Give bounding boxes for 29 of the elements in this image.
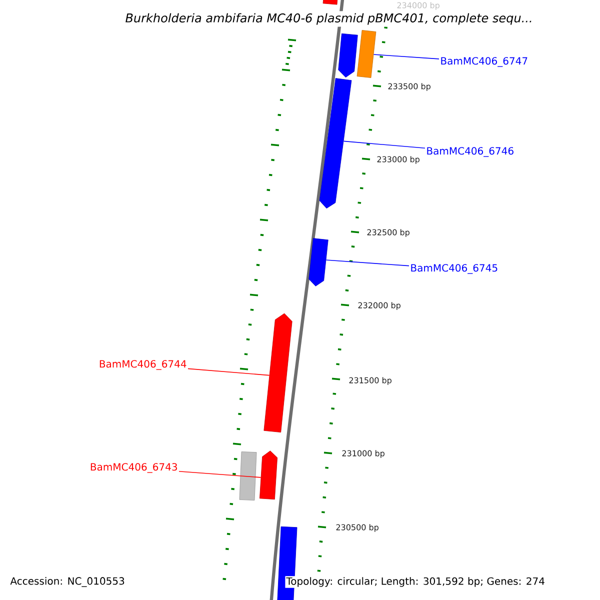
leader-line [178, 470, 262, 478]
accession-text: Accession: NC_010553 [10, 577, 124, 587]
gene-feature [322, 0, 338, 5]
tick-label: 232000 bp [358, 302, 400, 310]
gene-feature [319, 78, 352, 209]
gene-label: BamMC406_6747 [441, 57, 528, 67]
tick-label: 231500 bp [349, 377, 392, 385]
gene-label: BamMC406_6744 [100, 360, 186, 370]
gene-feature [239, 452, 257, 500]
gene-feature [260, 450, 278, 500]
gene-feature [308, 238, 328, 286]
leader-line [343, 140, 426, 149]
title: Burkholderia ambifaria MC40-6 plasmid pBMC401, complete sequ... [123, 11, 535, 27]
gene-feature [356, 30, 376, 78]
leader-line [373, 54, 440, 60]
gene-feature [264, 313, 292, 432]
tick-label: 230500 bp [336, 524, 378, 532]
tick-label: 232500 bp [367, 229, 410, 237]
tick-label: 233500 bp [388, 83, 430, 91]
tick-label: 231000 bp [342, 450, 384, 458]
gene-feature [338, 33, 358, 78]
leader-line [326, 260, 410, 266]
gene-label: BamMC406_6745 [411, 264, 498, 274]
tick-label: 233000 bp [377, 156, 420, 164]
gene-label: BamMC406_6746 [427, 147, 514, 157]
summary-text: Topology: circular; Length: 301,592 bp; Genes: 274 [285, 576, 546, 588]
leader-line [188, 368, 270, 376]
tick-label: 234000 bp [397, 2, 440, 10]
gene-label: BamMC406_6743 [90, 463, 177, 473]
